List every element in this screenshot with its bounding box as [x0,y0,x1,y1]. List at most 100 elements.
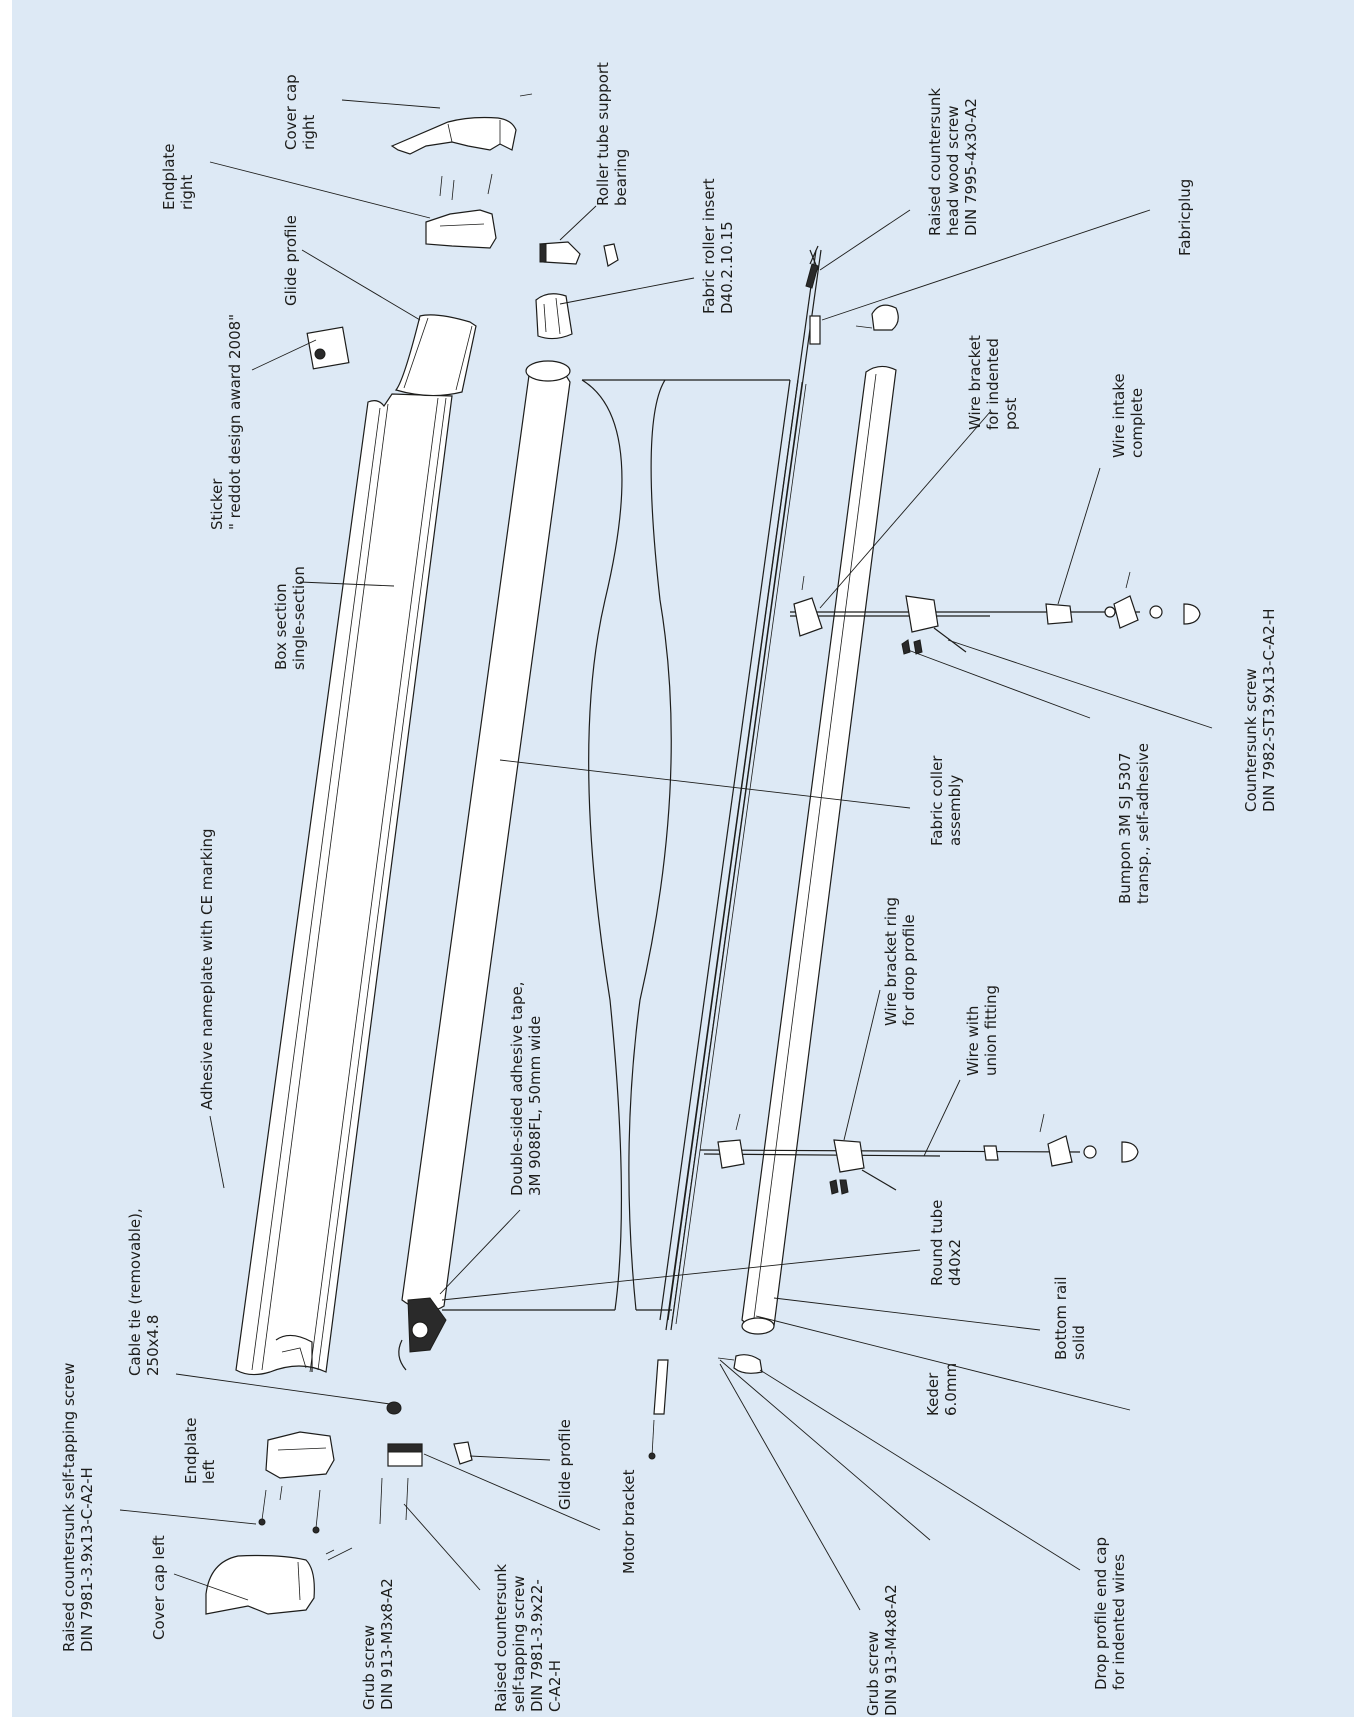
glide-profile-small-part [453,1441,473,1465]
label-wire-bracket-indented: Wire bracket for indented post [966,335,1020,430]
label-cable-tie: Cable tie (removable), 250x4.8 [126,1208,162,1376]
bumpon-line-1: Bumpon 3M SJ 5307 [1116,752,1134,904]
label-sticker: Sticker " reddot design award 2008" [208,314,244,530]
label-raised-countersunk-22: Raised countersunk self-tapping screw DI… [492,1564,564,1712]
sticker-line-1: Sticker [208,478,226,530]
label-fabric-roller-insert: Fabric roller insert D40.2.10.15 [700,178,736,314]
support-bearing-part [539,241,619,267]
grub-screw-m4-line-2: DIN 913-M4x8-A2 [882,1584,900,1716]
grub-screw-m4-line-1: Grub screw [864,1631,882,1716]
label-wire-intake: Wire intake complete [1110,373,1146,458]
wire-union-line-1: Wire with [964,1006,982,1076]
endplate-right-line-2: right [178,175,196,210]
box-section-line-1: Box section [272,583,290,670]
box-section-profile [235,393,453,1376]
glide-profile-top-text: Glide profile [282,215,300,306]
bottom-rail-part [741,365,897,1335]
adhesive-nameplate-text: Adhesive nameplate with CE marking [198,828,216,1110]
bottom-rail-line-2: solid [1070,1325,1088,1360]
raised-countersunk-22-line-4: C-A2-H [546,1660,564,1712]
grub-screw-m3-line-1: Grub screw [360,1625,378,1710]
raised-countersunk-wood-screw-line-1: Raised countersunk [926,88,944,236]
raised-countersunk-tapping-screw-line-2: DIN 7981-3.9x13-C-A2-H [78,1467,96,1652]
drop-profile-end-cap-line-1: Drop profile end cap [1092,1537,1110,1690]
endplate-right-line-1: Endplate [160,144,178,211]
label-grub-screw-m4: Grub screw DIN 913-M4x8-A2 [864,1584,900,1716]
label-countersunk-screw: Countersunk screw DIN 7982-ST3.9x13-C-A2… [1242,608,1278,812]
fabric-roller-tube [398,360,571,1371]
label-fabricplug: Fabricplug [1176,179,1194,256]
fabric-roller-insert-part [535,293,573,340]
fabricplug-part [855,304,899,331]
raised-countersunk-wood-screw-line-2: head wood screw [944,105,962,236]
cover-cap-right-line-1: Cover cap [282,74,300,150]
round-tube-line-1: Round tube [928,1200,946,1286]
fabric-roller-assembly-line-2: assembly [946,775,964,846]
round-tube-line-2: d40x2 [946,1239,964,1286]
roller-tube-support-bearing-line-1: Roller tube support [594,62,612,206]
label-raised-countersunk-tapping-screw: Raised countersunk self-tapping screw DI… [60,1363,96,1652]
wire-union-line-2: union fitting [982,985,1000,1076]
sticker-line-2: " reddot design award 2008" [226,314,244,530]
wood-screw-part [805,245,819,289]
label-round-tube: Round tube d40x2 [928,1200,964,1286]
label-keder: Keder 6.0mm [924,1363,960,1416]
drop-profile-end-cap-part [717,1354,763,1374]
label-grub-screw-m3: Grub screw DIN 913-M3x8-A2 [360,1578,396,1710]
glide-profile-top-part [394,314,477,397]
double-sided-tape-line-2: 3M 9088FL, 50mm wide [526,1016,544,1196]
label-box-section: Box section single-section [272,566,308,670]
diagram-background [12,0,1354,1717]
label-cover-cap-right: Cover cap right [282,74,318,150]
countersunk-screw-line-1: Countersunk screw [1242,668,1260,812]
label-wire-union: Wire with union fitting [964,985,1000,1076]
wire-bracket-ring-line-1: Wire bracket ring [882,897,900,1026]
raised-countersunk-wood-screw-line-3: DIN 7995-4x30-A2 [962,98,980,236]
raised-countersunk-tapping-screw-line-1: Raised countersunk self-tapping screw [60,1363,78,1652]
double-sided-tape-line-1: Double-sided adhesive tape, [508,982,526,1196]
label-cover-cap-left: Cover cap left [150,1535,168,1640]
label-glide-profile-top: Glide profile [282,215,300,306]
cable-tie-part [386,1401,402,1415]
cover-cap-right-line-2: right [300,115,318,150]
keder-line-2: 6.0mm [942,1363,960,1416]
box-section-line-2: single-section [290,566,308,670]
fabric-roller-insert-line-2: D40.2.10.15 [718,221,736,314]
label-endplate-left: Endplate left [182,1418,218,1485]
label-wire-bracket-ring: Wire bracket ring for drop profile [882,897,918,1026]
fabricplug-text: Fabricplug [1176,179,1194,256]
wire-assembly-right [790,571,1201,655]
countersunk-screw-line-2: DIN 7982-ST3.9x13-C-A2-H [1260,608,1278,812]
wire-bracket-indented-line-3: post [1002,397,1020,430]
wire-bracket-indented-line-1: Wire bracket [966,335,984,430]
keder-line-1: Keder [924,1372,942,1416]
cover-cap-right-part [390,93,533,155]
motor-bracket-text: Motor bracket [620,1469,638,1574]
endplate-right-part [425,173,497,249]
wire-bracket-indented-line-2: for indented [984,338,1002,430]
cover-cap-left-part [205,1549,335,1615]
raised-countersunk-22-line-2: self-tapping screw [510,1575,528,1712]
label-bumpon: Bumpon 3M SJ 5307 transp., self-adhesive [1116,743,1152,904]
label-endplate-right: Endplate right [160,144,196,211]
roller-tube-support-bearing-line-2: bearing [612,149,630,206]
label-raised-countersunk-wood-screw: Raised countersunk head wood screw DIN 7… [926,88,980,236]
wire-bracket-ring-line-2: for drop profile [900,914,918,1026]
wire-assembly-left [699,1113,1139,1195]
drop-profile-end-cap-line-2: for indented wires [1110,1554,1128,1690]
motor-bracket-part [379,1443,423,1525]
label-glide-profile-bottom: Glide profile [556,1419,574,1510]
glide-profile-bottom-text: Glide profile [556,1419,574,1510]
label-double-sided-tape: Double-sided adhesive tape, 3M 9088FL, 5… [508,982,544,1196]
cable-tie-line-1: Cable tie (removable), [126,1208,144,1376]
bottom-rail-line-1: Bottom rail [1052,1277,1070,1360]
label-fabric-roller-assembly: Fabric coller assembly [928,755,964,846]
grub-screw-m3-line-2: DIN 913-M3x8-A2 [378,1578,396,1710]
raised-countersunk-22-line-3: DIN 7981-3.9x22- [528,1579,546,1712]
endplate-left-line-1: Endplate [182,1418,200,1485]
endplate-left-part [258,1431,335,1534]
fabric-roller-insert-line-1: Fabric roller insert [700,178,718,314]
sticker-part [306,326,350,370]
label-bottom-rail: Bottom rail solid [1052,1277,1088,1360]
